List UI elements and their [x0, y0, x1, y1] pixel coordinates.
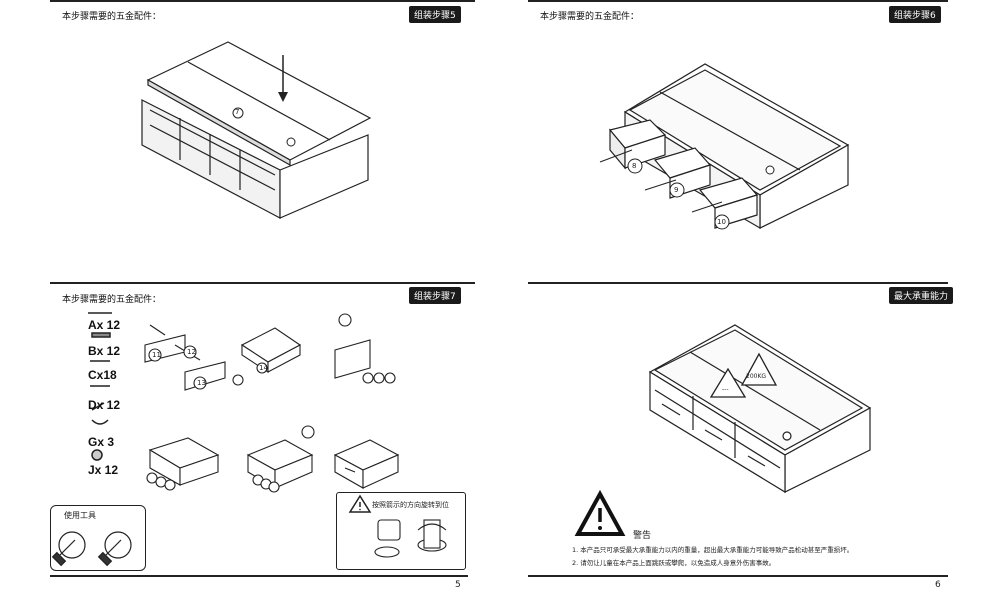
part-a: Ax 12 — [88, 318, 121, 332]
step-badge: 最大承重能力 — [889, 287, 954, 304]
top-rule — [50, 0, 475, 2]
part-g: Gx 3 — [88, 435, 115, 449]
drawer-label: 9 — [674, 186, 679, 194]
part-label: 12 — [187, 348, 196, 356]
part-d: Dx 12 — [88, 398, 121, 412]
load-side-label: --- — [722, 386, 729, 393]
load-top-label: 200KG — [746, 373, 767, 380]
notice-text: 按照箭示的方向旋转到位 — [372, 501, 449, 509]
page-number: 5 — [455, 580, 461, 590]
page-number: 6 — [935, 580, 941, 590]
bottom-rule — [528, 575, 948, 577]
warning-title: 警告 — [633, 531, 652, 541]
hardware-header: 本步骤需要的五金配件： — [62, 12, 162, 22]
drawer-label: 10 — [717, 218, 726, 226]
top-rule — [528, 0, 948, 2]
part-c: Cx18 — [88, 368, 117, 382]
step-badge: 组装步骤7 — [409, 287, 461, 304]
part-j: Jx 12 — [88, 463, 119, 477]
part-label: 11 — [152, 351, 161, 359]
tools-title: 使用工具 — [64, 511, 96, 520]
hardware-header: 本步骤需要的五金配件： — [62, 295, 162, 305]
tools-box — [50, 505, 146, 571]
part-b: Bx 12 — [88, 344, 121, 358]
hardware-header: 本步骤需要的五金配件： — [540, 12, 640, 22]
top-rule — [528, 282, 948, 284]
drawer-label: 8 — [632, 162, 637, 170]
warning-line-1: 1. 本产品只可承受最大承重能力以内的重量，超出最大承重能力可能导致产品松动甚至… — [572, 546, 854, 554]
bottom-rule — [50, 575, 468, 577]
part-label: 13 — [197, 379, 206, 387]
part-label: 7 — [235, 108, 240, 116]
step-badge: 组装步骤5 — [409, 6, 461, 23]
warning-line-2: 2. 请勿让儿童在本产品上面跳跃或攀爬，以免造成人身意外伤害事故。 — [572, 559, 776, 567]
part-label: 14 — [259, 364, 268, 372]
step-badge: 组装步骤6 — [889, 6, 941, 23]
top-rule — [50, 282, 475, 284]
